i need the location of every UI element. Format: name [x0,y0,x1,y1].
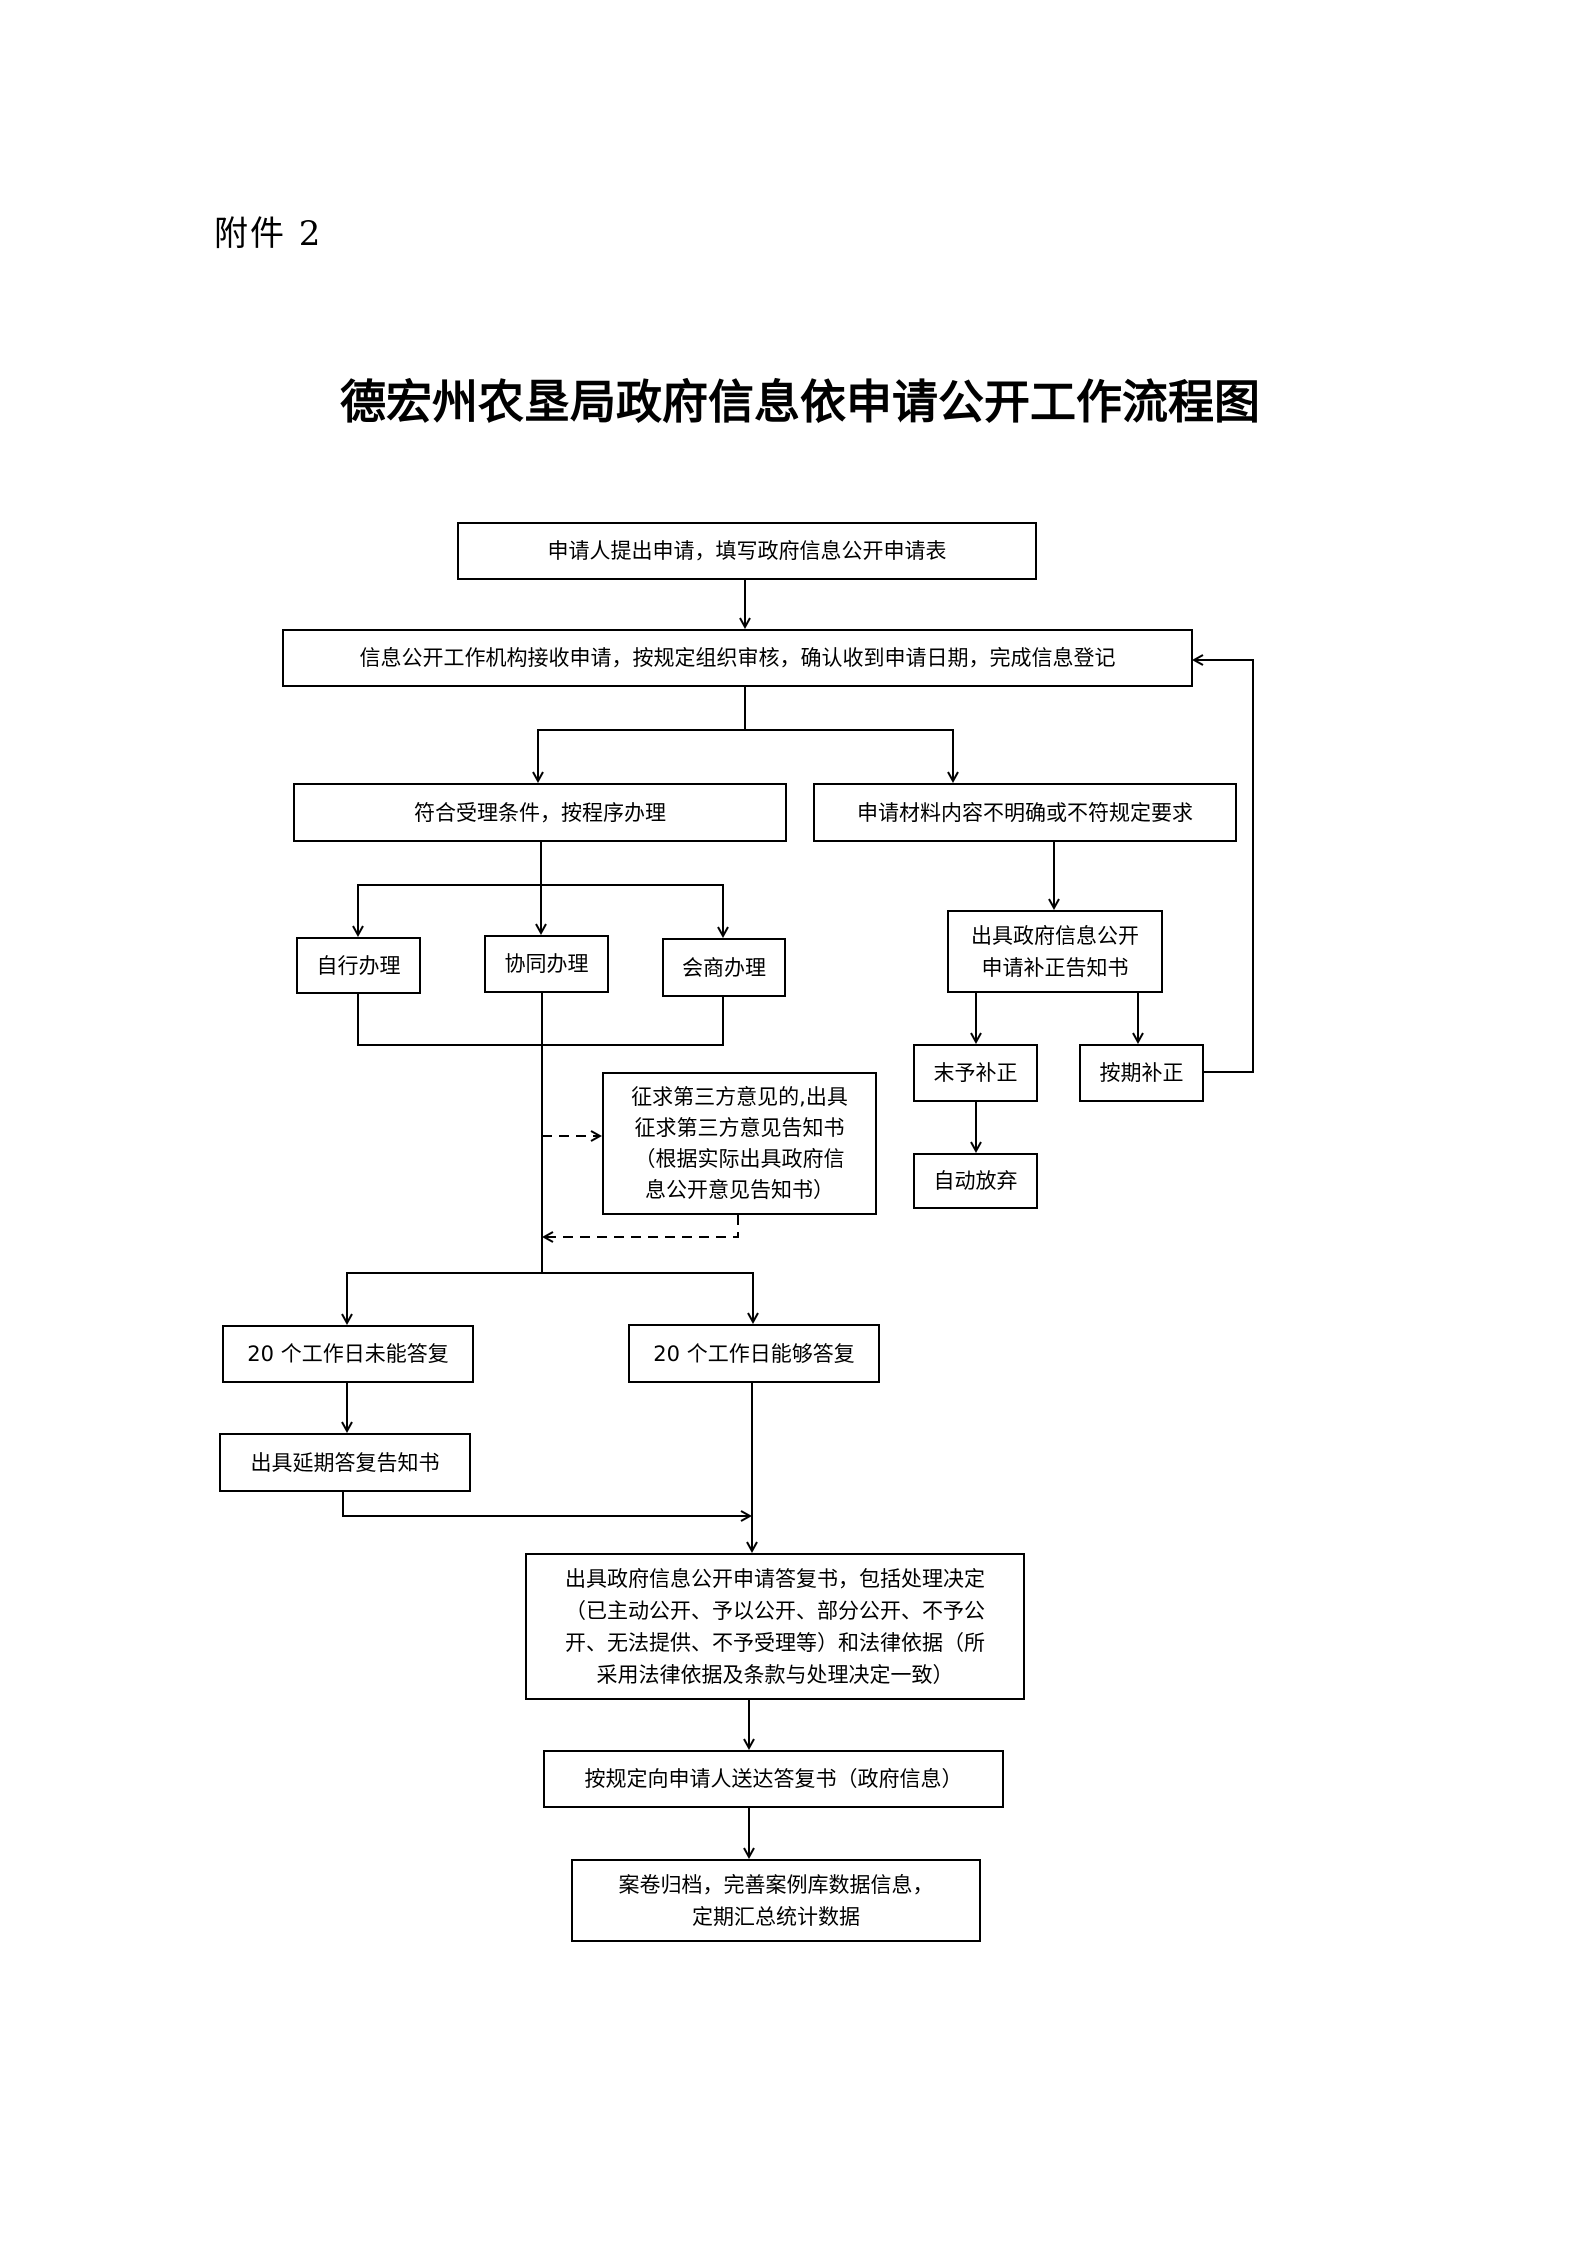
node-third-party: 征求第三方意见的,出具 征求第三方意见告知书 （根据实际出具政府信 息公开意见告… [602,1072,877,1215]
node-archive-text: 案卷归档，完善案例库数据信息， 定期汇总统计数据 [618,1872,934,1929]
node-accept-text: 符合受理条件，按程序办理 [414,800,666,825]
node-correction-notice: 出具政府信息公开 申请补正告知书 [947,910,1163,993]
node-deliver: 按规定向申请人送达答复书（政府信息） [543,1750,1004,1808]
node-third-party-text: 征求第三方意见的,出具 征求第三方意见告知书 （根据实际出具政府信 息公开意见告… [631,1084,848,1202]
connector-to-not-in-20 [347,1272,542,1323]
node-consult: 会商办理 [662,938,786,997]
node-unclear-text: 申请材料内容不明确或不符规定要求 [857,800,1193,825]
node-no-correction-text: 末予补正 [933,1061,1018,1085]
attachment-label: 附件 2 [214,214,323,254]
connector-split-accept [538,729,745,781]
node-on-time-correction: 按期补正 [1079,1044,1204,1102]
node-self: 自行办理 [296,937,421,994]
node-consult-text: 会商办理 [682,955,766,980]
node-receive: 信息公开工作机构接收申请，按规定组织审核，确认收到申请日期，完成信息登记 [282,629,1193,687]
node-deliver-text: 按规定向申请人送达答复书（政府信息） [584,1767,963,1791]
node-extension: 出具延期答复告知书 [219,1433,471,1492]
node-reply-text: 出具政府信息公开申请答复书，包括处理决定 （已主动公开、予以公开、部分公开、不予… [565,1566,985,1687]
node-auto-abandon: 自动放弃 [913,1153,1038,1209]
connector-from-third-party [544,1215,739,1237]
node-not-in-20: 20 个工作日未能答复 [222,1325,474,1383]
node-in-20-text: 20 个工作日能够答复 [653,1341,855,1366]
node-receive-text: 信息公开工作机构接收申请，按规定组织审核，确认收到申请日期，完成信息登记 [359,646,1116,670]
node-correction-notice-text: 出具政府信息公开 申请补正告知书 [971,923,1139,980]
node-apply: 申请人提出申请，填写政府信息公开申请表 [457,522,1037,580]
page-title: 德宏州农垦局政府信息依申请公开工作流程图 [340,375,1260,429]
node-apply-text: 申请人提出申请，填写政府信息公开申请表 [547,539,947,563]
node-accept: 符合受理条件，按程序办理 [293,783,787,842]
connector-to-consult [541,884,723,936]
node-coop: 协同办理 [484,935,609,993]
connector-extension-join [342,1492,750,1516]
connector-to-self [358,884,541,935]
node-reply: 出具政府信息公开申请答复书，包括处理决定 （已主动公开、予以公开、部分公开、不予… [525,1553,1025,1700]
node-not-in-20-text: 20 个工作日未能答复 [247,1342,449,1366]
node-coop-text: 协同办理 [504,952,589,976]
connector-to-in-20 [542,1272,753,1322]
node-archive: 案卷归档，完善案例库数据信息， 定期汇总统计数据 [571,1859,981,1942]
node-in-20: 20 个工作日能够答复 [628,1324,880,1383]
connector-merge [357,994,724,1046]
connector-feedback-loop [1194,660,1254,1073]
node-no-correction: 末予补正 [913,1044,1038,1102]
node-self-text: 自行办理 [316,953,401,978]
node-auto-abandon-text: 自动放弃 [933,1169,1018,1193]
connector-split-unclear [745,729,953,781]
node-unclear: 申请材料内容不明确或不符规定要求 [813,783,1237,842]
node-extension-text: 出具延期答复告知书 [250,1450,440,1475]
node-on-time-correction-text: 按期补正 [1099,1061,1184,1085]
